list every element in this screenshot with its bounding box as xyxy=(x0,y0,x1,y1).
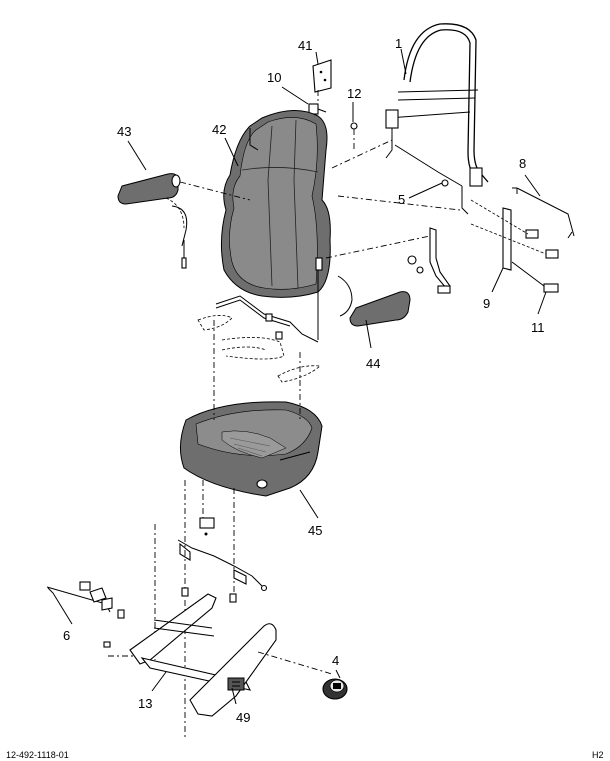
callout-10: 10 xyxy=(267,70,281,85)
adjuster-kit-part-6 xyxy=(46,581,125,648)
headrest-frame-part-1 xyxy=(385,23,489,215)
callout-4: 4 xyxy=(332,653,339,668)
armrest-left-part-43 xyxy=(117,173,251,269)
callout-labels: 1 41 10 12 43 42 8 5 9 11 44 45 6 4 13 4… xyxy=(63,36,545,725)
callout-44: 44 xyxy=(366,356,380,371)
callout-11: 11 xyxy=(531,320,545,335)
callout-1: 1 xyxy=(395,36,402,51)
callout-41: 41 xyxy=(298,38,312,53)
bracket-part-41 xyxy=(312,59,332,104)
callout-45: 45 xyxy=(308,523,322,538)
footer-code: H2 xyxy=(592,750,604,760)
callout-12: 12 xyxy=(347,86,361,101)
callout-49: 49 xyxy=(236,710,250,725)
callout-42: 42 xyxy=(212,122,226,137)
seat-base-part-13 xyxy=(108,593,333,717)
washer-part-5 xyxy=(441,179,449,187)
screw-part-10 xyxy=(308,103,327,115)
callout-43: 43 xyxy=(117,124,131,139)
footer-drawing-number: 12-492-1118-01 xyxy=(6,750,69,760)
armrest-right-part-44 xyxy=(315,257,411,340)
clip-part-12 xyxy=(350,122,358,150)
bracket-assembly-part-8 xyxy=(512,187,575,239)
callout-9: 9 xyxy=(483,296,490,311)
callout-5: 5 xyxy=(398,192,405,207)
callout-6: 6 xyxy=(63,628,70,643)
callout-13: 13 xyxy=(138,696,152,711)
knob-part-4 xyxy=(322,678,348,700)
callout-8: 8 xyxy=(519,156,526,171)
bolt-part-11 xyxy=(437,199,559,294)
seat-cushion-part-45 xyxy=(180,320,323,497)
seat-back-part-42 xyxy=(220,110,331,298)
bracket-part-9 xyxy=(407,207,512,289)
cable-harness xyxy=(197,295,321,383)
leader-lines xyxy=(127,48,547,705)
